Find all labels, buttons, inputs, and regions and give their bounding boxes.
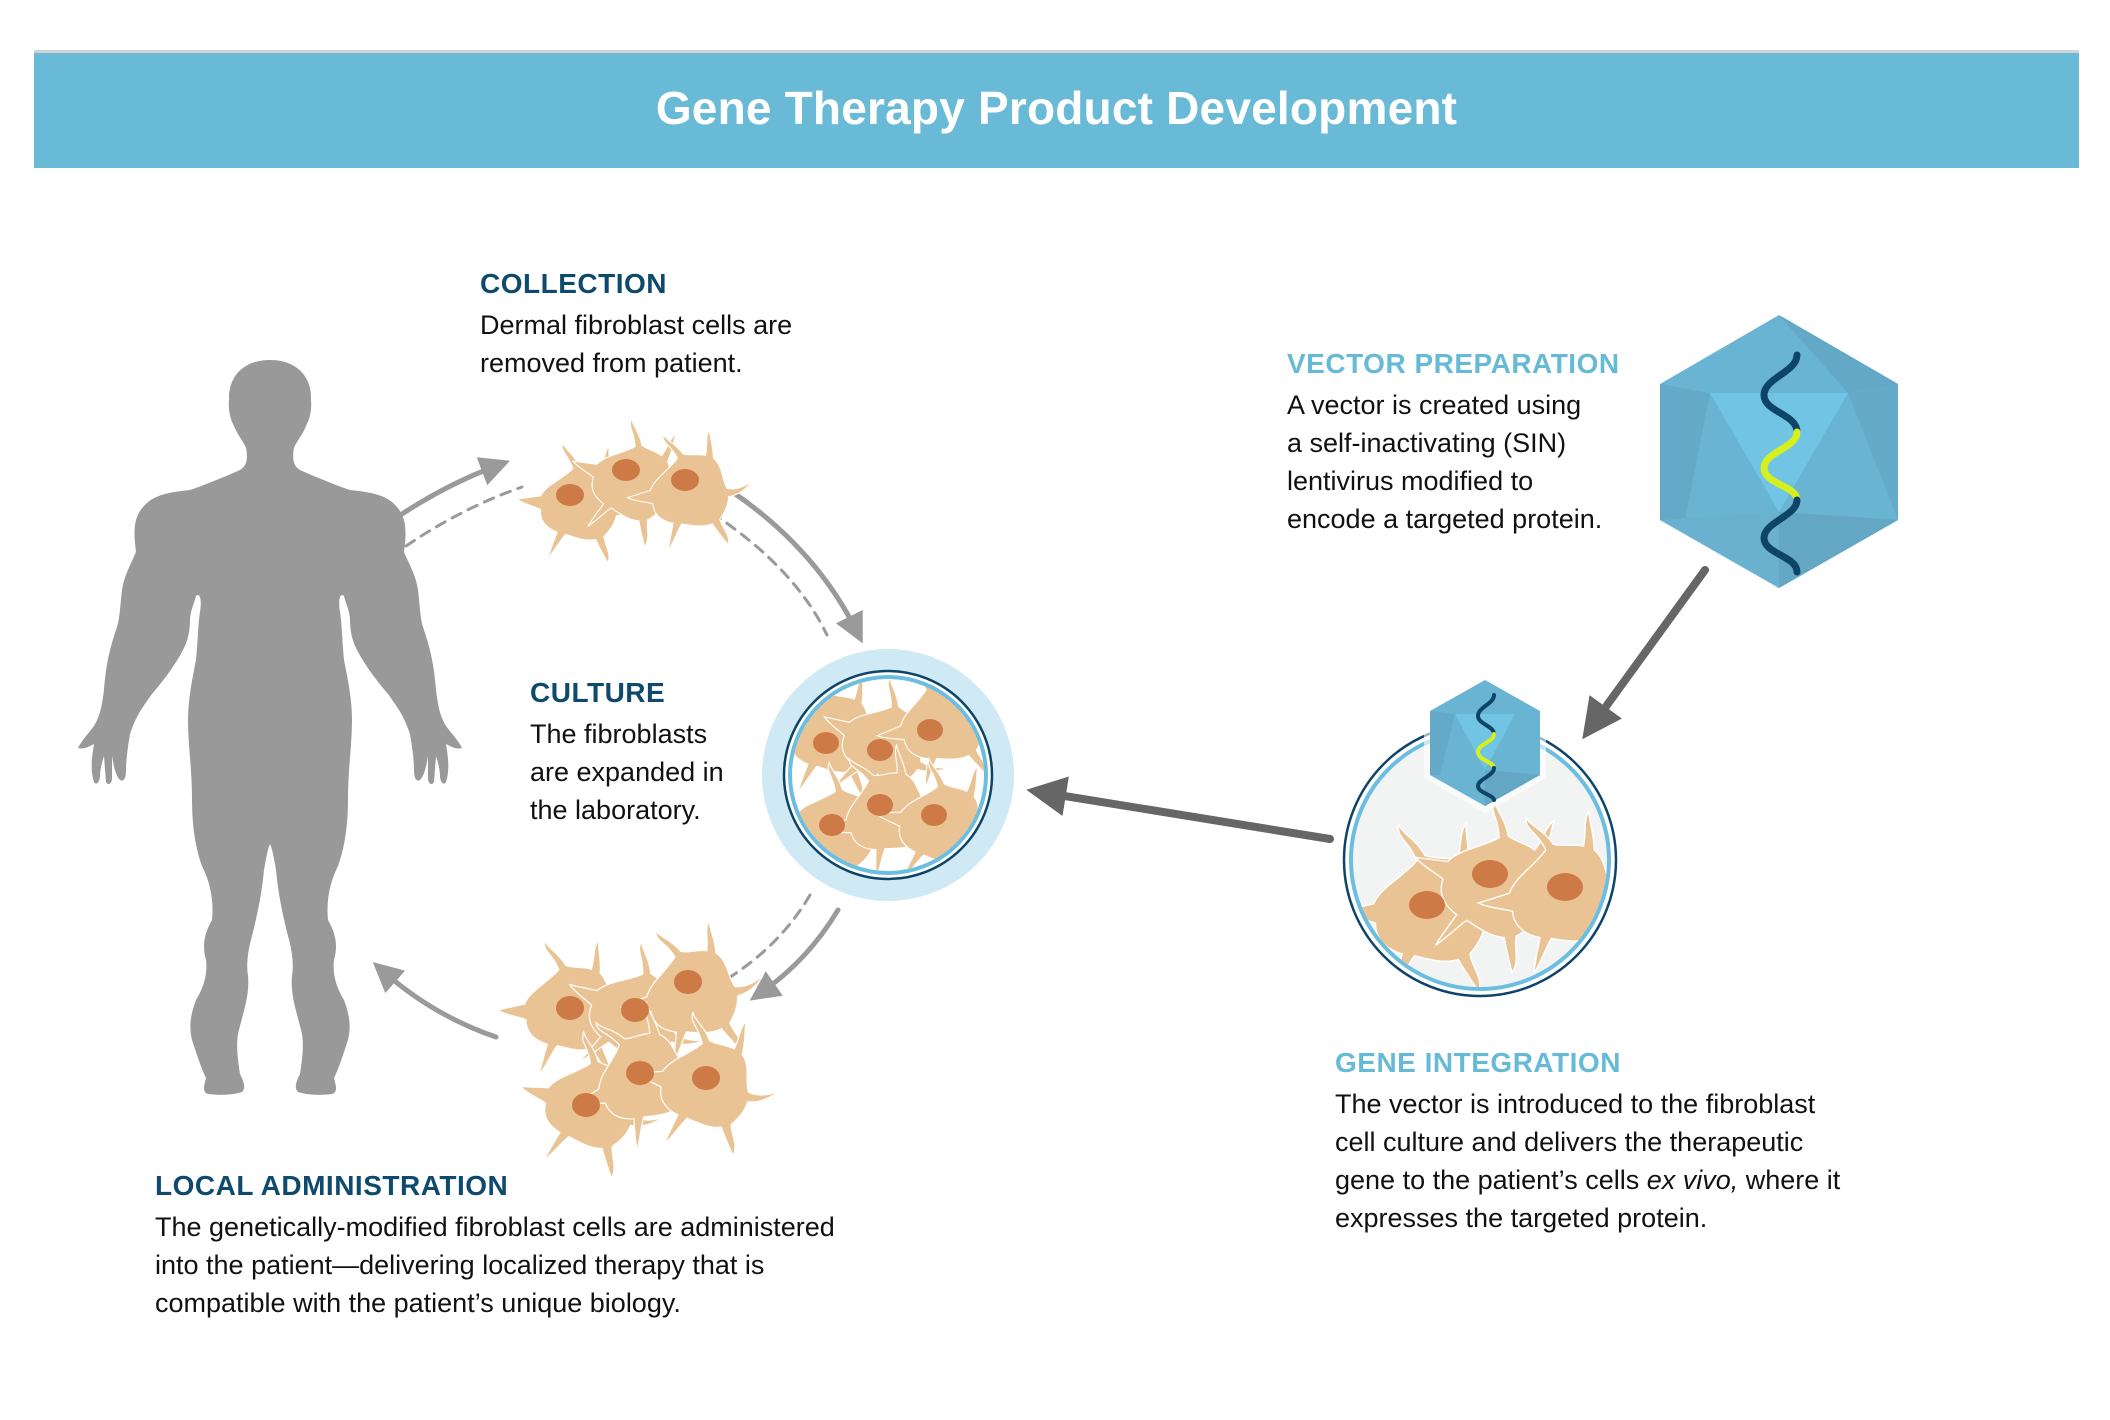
text-line: compatible with the patient’s unique bio… [155,1288,681,1318]
arrow-vector-to-integration [1582,566,1709,740]
text-line: gene to the patient’s cells ex vivo, whe… [1335,1161,1840,1199]
text-line: The genetically-modified fibroblast cell… [155,1212,835,1242]
step-title: LOCAL ADMINISTRATION [155,1170,509,1201]
text-line: Dermal fibroblast cells are [480,310,793,340]
dashed-culture-administration [725,893,812,981]
text-line: The fibroblasts [530,719,708,749]
text-line: a self-inactivating (SIN) [1287,428,1567,458]
step-title: CULTURE [530,677,666,708]
arrow-administration-to-patient [372,962,499,1040]
text-line: expresses the targeted protein. [1335,1203,1708,1233]
arrow-integration-to-culture [1026,776,1334,843]
text-line: into the patient—delivering localized th… [155,1250,765,1280]
text-line: the laboratory. [530,795,701,825]
text-line: encode a targeted protein. [1287,504,1603,534]
text-line: cell culture and delivers the therapeuti… [1335,1127,1804,1157]
text-line: A vector is created using [1287,390,1582,420]
arrow-patient-to-collection [399,457,511,517]
step-culture: CULTURE The fibroblasts are expanded in … [530,677,724,829]
italic-term: ex vivo, [1646,1165,1739,1195]
page-title: Gene Therapy Product Development [655,82,1458,134]
culture-dish-icon [762,649,1014,901]
collection-cells-icon [516,406,764,564]
human-silhouette-icon [78,360,462,1095]
step-collection: COLLECTION Dermal fibroblast cells are r… [480,268,792,382]
text-line: The vector is introduced to the fibrobla… [1335,1089,1816,1119]
flow-arrows [372,457,1709,1040]
header-banner: Gene Therapy Product Development [34,50,2079,168]
text-line: are expanded in [530,757,724,787]
text-line: removed from patient. [480,348,743,378]
step-vector-preparation: VECTOR PREPARATION A vector is created u… [1287,348,1620,538]
dashed-collection-culture [710,511,829,637]
step-local-administration: LOCAL ADMINISTRATION The genetically-mod… [155,1170,835,1322]
gene-integration-dish-icon [1342,673,1618,998]
step-title: GENE INTEGRATION [1335,1047,1621,1078]
lentivirus-vector-icon [1660,315,1898,588]
step-title: VECTOR PREPARATION [1287,348,1620,379]
text-run: where it [1738,1165,1841,1195]
text-line: lentivirus modified to [1287,466,1534,496]
text-run: gene to the patient’s cells [1335,1165,1647,1195]
step-description: The fibroblasts are expanded in the labo… [530,715,724,829]
dashed-return-collection [404,485,524,548]
step-description: Dermal fibroblast cells are removed from… [480,306,792,382]
administration-cells-icon [491,906,786,1186]
step-description: A vector is created using a self-inactiv… [1287,386,1620,538]
step-gene-integration: GENE INTEGRATION The vector is introduce… [1335,1047,1840,1237]
step-description: The vector is introduced to the fibrobla… [1335,1085,1840,1237]
step-description: The genetically-modified fibroblast cell… [155,1208,835,1322]
step-title: COLLECTION [480,268,667,299]
arrow-collection-to-culture [728,488,863,644]
arrow-culture-to-administration [749,907,841,1001]
